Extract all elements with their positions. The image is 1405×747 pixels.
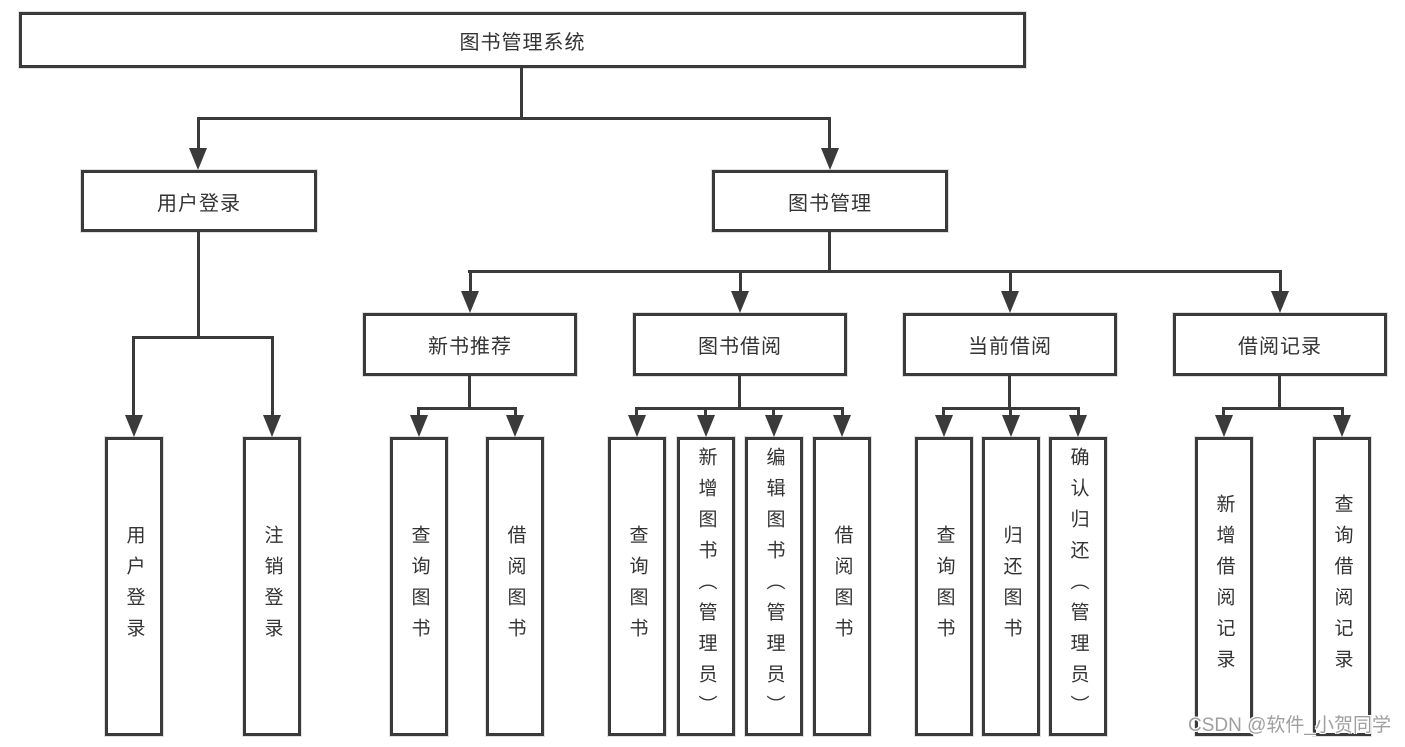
- arrowhead-down-icon: [1271, 291, 1289, 313]
- leaf-borrow-query: 查询图书: [608, 437, 666, 736]
- connector-line: [828, 232, 831, 273]
- connector-line: [738, 375, 741, 410]
- connector-line: [520, 67, 523, 118]
- arrowhead-down-icon: [935, 415, 953, 437]
- arrowhead-down-icon: [461, 291, 479, 313]
- arrowhead-down-icon: [263, 415, 281, 437]
- arrowhead-down-icon: [1001, 291, 1019, 313]
- arrowhead-down-icon: [1002, 415, 1020, 437]
- connector-line: [828, 117, 831, 152]
- arrowhead-down-icon: [731, 291, 749, 313]
- node-new-books: 新书推荐: [363, 313, 577, 376]
- connector-line: [514, 407, 517, 419]
- connector-line: [417, 407, 517, 410]
- node-book-mgmt-label: 图书管理: [788, 192, 872, 215]
- leaf-current-confirm-admin: 确认归还（管理员）: [1049, 437, 1107, 736]
- connector-line: [1222, 407, 1225, 419]
- connector-line: [704, 407, 707, 419]
- connector-line: [1341, 407, 1344, 419]
- node-user-login: 用户登录: [81, 170, 317, 232]
- arrowhead-down-icon: [1333, 415, 1351, 437]
- arrowhead-down-icon: [833, 415, 851, 437]
- leaf-borrow-add-admin-label: 新增图书（管理员）: [695, 447, 717, 726]
- node-book-mgmt: 图书管理: [712, 170, 948, 232]
- leaf-borrow-borrow: 借阅图书: [813, 437, 871, 736]
- leaf-borrow-borrow-label: 借阅图书: [831, 524, 853, 649]
- arrowhead-down-icon: [697, 415, 715, 437]
- connector-line: [417, 407, 420, 419]
- connector-line: [468, 270, 1282, 273]
- leaf-user-login: 用户登录: [105, 437, 163, 736]
- node-borrow-records-label: 借阅记录: [1238, 336, 1322, 358]
- connector-line: [197, 117, 200, 152]
- leaf-current-query-label: 查询图书: [933, 524, 955, 649]
- connector-line: [1009, 270, 1012, 295]
- connector-line: [1077, 407, 1080, 419]
- leaf-records-add: 新增借阅记录: [1195, 437, 1253, 736]
- connector-line: [942, 407, 945, 419]
- connector-line: [197, 232, 200, 339]
- connector-line: [469, 270, 472, 295]
- node-book-borrow-label: 图书借阅: [698, 336, 782, 358]
- leaf-borrow-edit-admin-label: 编辑图书（管理员）: [763, 447, 785, 726]
- leaf-records-query-label: 查询借阅记录: [1331, 493, 1353, 680]
- leaf-current-confirm-admin-label: 确认归还（管理员）: [1067, 447, 1089, 726]
- node-borrow-records: 借阅记录: [1173, 313, 1387, 376]
- connector-line: [739, 270, 742, 295]
- node-book-borrow: 图书借阅: [633, 313, 847, 376]
- node-user-login-label: 用户登录: [157, 192, 241, 215]
- leaf-newbooks-query: 查询图书: [390, 437, 448, 736]
- connector-line: [1009, 407, 1012, 419]
- leaf-logout: 注销登录: [243, 437, 301, 736]
- connector-line: [468, 375, 471, 410]
- leaf-borrow-query-label: 查询图书: [626, 524, 648, 649]
- leaf-records-query: 查询借阅记录: [1313, 437, 1371, 736]
- connector-line: [1278, 375, 1281, 410]
- arrowhead-down-icon: [1215, 415, 1233, 437]
- arrowhead-down-icon: [628, 415, 646, 437]
- connector-line: [1279, 270, 1282, 295]
- leaf-current-return-label: 归还图书: [1000, 524, 1022, 649]
- leaf-newbooks-borrow: 借阅图书: [486, 437, 544, 736]
- node-root-label: 图书管理系统: [459, 31, 586, 54]
- csdn-watermark: CSDN @软件_小贺同学: [1188, 715, 1391, 736]
- connector-line: [197, 117, 831, 120]
- leaf-records-add-label: 新增借阅记录: [1213, 493, 1235, 680]
- arrowhead-down-icon: [125, 415, 143, 437]
- connector-line: [271, 336, 274, 419]
- connector-line: [1222, 407, 1344, 410]
- leaf-borrow-edit-admin: 编辑图书（管理员）: [745, 437, 803, 736]
- leaf-newbooks-query-label: 查询图书: [408, 524, 430, 649]
- connector-line: [772, 407, 775, 419]
- leaf-user-login-label: 用户登录: [123, 524, 145, 649]
- arrowhead-down-icon: [765, 415, 783, 437]
- connector-line: [635, 407, 638, 419]
- arrowhead-down-icon: [410, 415, 428, 437]
- node-new-books-label: 新书推荐: [428, 336, 512, 358]
- connector-line: [132, 336, 135, 419]
- node-root: 图书管理系统: [19, 12, 1026, 68]
- leaf-current-return: 归还图书: [982, 437, 1040, 736]
- connector-line: [1008, 375, 1011, 410]
- connector-line: [635, 407, 844, 410]
- leaf-borrow-add-admin: 新增图书（管理员）: [677, 437, 735, 736]
- connector-line: [841, 407, 844, 419]
- leaf-current-query: 查询图书: [915, 437, 973, 736]
- arrowhead-down-icon: [189, 148, 207, 170]
- leaf-newbooks-borrow-label: 借阅图书: [504, 524, 526, 649]
- node-current-borrow: 当前借阅: [903, 313, 1117, 376]
- arrowhead-down-icon: [821, 148, 839, 170]
- arrowhead-down-icon: [506, 415, 524, 437]
- arrowhead-down-icon: [1069, 415, 1087, 437]
- connector-line: [132, 336, 274, 339]
- node-current-borrow-label: 当前借阅: [968, 336, 1052, 358]
- leaf-logout-label: 注销登录: [261, 524, 283, 649]
